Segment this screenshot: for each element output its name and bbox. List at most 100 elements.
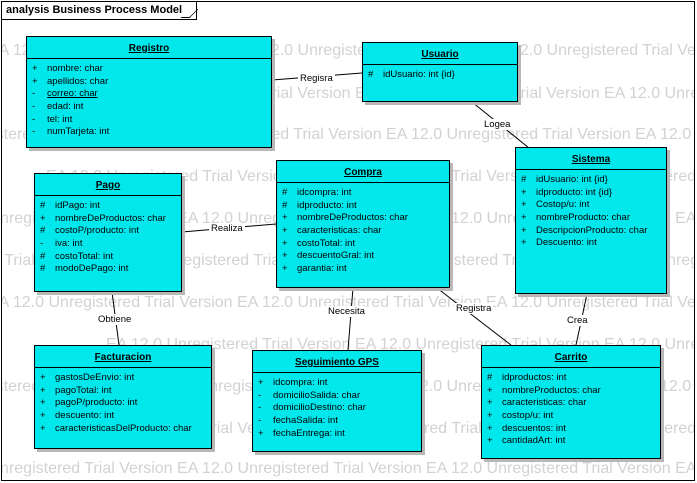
attribute-row: +nombreDeProductos: char xyxy=(35,213,181,226)
visibility-marker: # xyxy=(487,372,493,383)
class-seguimiento-gps[interactable]: Seguimiento GPS +idcompra: int -domicili… xyxy=(252,350,422,452)
visibility-marker: + xyxy=(282,237,288,249)
class-title: Facturacion xyxy=(35,346,211,368)
attribute-text: descuentos: int xyxy=(502,422,566,434)
visibility-marker: + xyxy=(40,422,46,434)
attribute-text: garantia: int xyxy=(297,263,347,275)
attribute-row: +pagoP/producto: int xyxy=(35,397,211,410)
attribute-row: +gastosDeEnvio: int xyxy=(35,372,211,385)
attribute-text: idproducto: int xyxy=(297,199,357,211)
attribute-row: +DescripcionProducto: char xyxy=(516,225,666,238)
visibility-marker: + xyxy=(40,397,46,409)
attribute-text: costoP/producto: int xyxy=(55,225,139,237)
visibility-marker: + xyxy=(258,377,264,388)
visibility-marker: + xyxy=(487,397,493,409)
attribute-text: idUsuario: int {id} xyxy=(383,69,455,80)
visibility-marker: + xyxy=(282,263,288,275)
attribute-list: #idproductos: int +nombreProductos: char… xyxy=(482,368,660,448)
attribute-text: edad: int xyxy=(47,101,84,113)
visibility-marker: - xyxy=(258,415,262,427)
attribute-row: #idproductos: int xyxy=(482,372,660,385)
attribute-list: #idUsuario: int {id} +idproducto: int {i… xyxy=(516,170,666,250)
attribute-list: # idcompra: int # idproducto: int +nombreD… xyxy=(277,183,449,276)
class-registro[interactable]: Registro +nombre: char +apellidos: char … xyxy=(26,36,272,148)
watermark-row: EA 12.0 Unregistered Trial Version EA 12… xyxy=(2,294,694,311)
attribute-row: -numTarjeta: int xyxy=(27,126,271,139)
association-label-realiza: Realiza xyxy=(209,223,245,234)
visibility-marker: # xyxy=(282,187,288,198)
attribute-row: +Descuento: int xyxy=(516,237,666,250)
visibility-marker: + xyxy=(40,410,46,422)
visibility-marker: + xyxy=(521,186,527,198)
class-pago[interactable]: Pago #idPago: int +nombreDeProductos: ch… xyxy=(34,173,182,292)
attribute-text: nombre: char xyxy=(47,63,103,74)
visibility-marker: - xyxy=(258,402,262,414)
class-title: Pago xyxy=(35,174,181,196)
attribute-text: idcompra: int xyxy=(297,187,352,198)
visibility-marker: - xyxy=(32,101,36,113)
class-title: Registro xyxy=(27,37,271,59)
attribute-row: + caracteristicas: char xyxy=(482,397,660,410)
visibility-marker: # xyxy=(282,199,288,211)
class-title: Sistema xyxy=(516,148,666,170)
attribute-row: + descuento: int xyxy=(35,410,211,423)
attribute-row: +nombreProductos: char xyxy=(482,385,660,398)
attribute-row: +cantidadArt: int xyxy=(482,435,660,448)
class-title: Carrito xyxy=(482,346,660,368)
attribute-text: idPago: int xyxy=(55,200,100,211)
visibility-marker: + xyxy=(282,225,288,237)
attribute-row: # idcompra: int xyxy=(277,187,449,200)
attribute-text: apellidos: char xyxy=(47,75,109,87)
visibility-marker: # xyxy=(40,263,46,275)
class-usuario[interactable]: Usuario #idUsuario: int {id} xyxy=(362,42,518,102)
attribute-text: pagoTotal: int xyxy=(55,384,112,396)
attribute-row: -domicilioDestino: char xyxy=(253,402,421,415)
visibility-marker: - xyxy=(32,126,36,138)
visibility-marker: - xyxy=(40,238,44,250)
association-line-compra-seguimiento[interactable] xyxy=(347,287,354,351)
attribute-row: +idproducto: int {id} xyxy=(516,187,666,200)
visibility-marker: + xyxy=(521,237,527,249)
attribute-row: + pagoTotal: int xyxy=(35,385,211,398)
attribute-text: tel: int xyxy=(47,113,73,125)
class-sistema[interactable]: Sistema #idUsuario: int {id} +idproducto… xyxy=(515,147,667,294)
class-carrito[interactable]: Carrito #idproductos: int +nombreProduct… xyxy=(481,345,661,459)
visibility-marker: - xyxy=(258,389,262,401)
attribute-row: +nombreDeProductos: char xyxy=(277,212,449,225)
attribute-row: # idproducto: int xyxy=(277,200,449,213)
diagram-title: analysis Business Process Model xyxy=(2,2,198,20)
association-label-regisra: Regisra xyxy=(298,73,335,84)
attribute-row: + idcompra: int xyxy=(253,377,421,390)
attribute-text: caracteristicas: char xyxy=(297,225,382,237)
association-line-compra-carrito[interactable] xyxy=(436,287,512,346)
attribute-text: idUsuario: int {id} xyxy=(536,174,608,185)
attribute-text: nombreDeProductos: char xyxy=(55,212,166,224)
class-title: Seguimiento GPS xyxy=(253,351,421,373)
attribute-row: #costoTotal: int xyxy=(35,251,181,264)
attribute-text: caracteristicas: char xyxy=(502,397,587,409)
attribute-text: descuento: int xyxy=(55,410,115,422)
attribute-row: #idPago: int xyxy=(35,200,181,213)
attribute-row: # costoP/producto: int xyxy=(35,225,181,238)
visibility-marker: + xyxy=(40,372,46,383)
class-compra[interactable]: Compra # idcompra: int # idproducto: int +… xyxy=(276,160,450,288)
attribute-text: domicilioDestino: char xyxy=(273,402,366,414)
attribute-row: +costop/u: int xyxy=(482,410,660,423)
attribute-list: +gastosDeEnvio: int + pagoTotal: int +pag… xyxy=(35,368,211,435)
attribute-row: +descuentoGral: int xyxy=(277,250,449,263)
attribute-row: +apellidos: char xyxy=(27,76,271,89)
visibility-marker: + xyxy=(487,410,493,422)
class-title: Compra xyxy=(277,161,449,183)
attribute-text: domicilioSalida: char xyxy=(273,389,361,401)
class-title: Usuario xyxy=(363,43,517,65)
visibility-marker: # xyxy=(40,225,46,237)
attribute-text: idcompra: int xyxy=(273,377,328,388)
attribute-row: + caracteristicas: char xyxy=(277,225,449,238)
attribute-row: #modoDePago: int xyxy=(35,263,181,276)
visibility-marker: + xyxy=(258,427,264,439)
attribute-row: +caracteristicasDelProducto: char xyxy=(35,423,211,436)
visibility-marker: + xyxy=(40,384,46,396)
class-facturacion[interactable]: Facturacion +gastosDeEnvio: int + pagoTot… xyxy=(34,345,212,449)
attribute-text: Costop/u: int xyxy=(536,199,590,211)
